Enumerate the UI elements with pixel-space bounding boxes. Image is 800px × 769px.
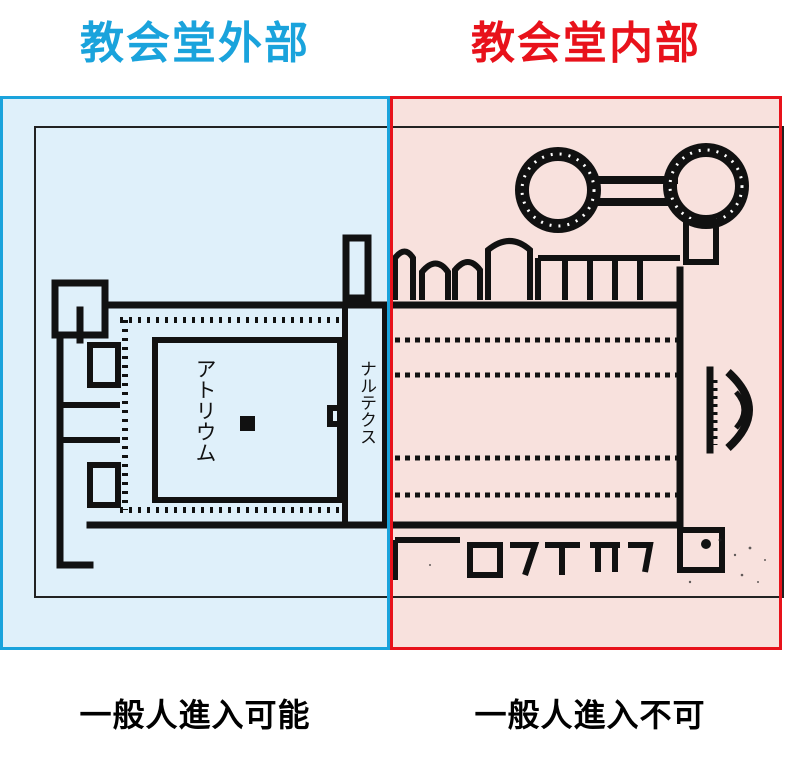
outside-heading: 教会堂外部: [80, 18, 310, 69]
left-rooms: [60, 342, 121, 508]
atrium-fountain: [240, 416, 255, 431]
outside-region-border: [0, 96, 390, 650]
plan-frame: [34, 126, 784, 598]
inside-region-border: [390, 96, 782, 650]
atrium-label: アトリウム: [193, 358, 217, 463]
print-noise: [429, 538, 766, 584]
narthex-label: ナルテクス: [356, 360, 376, 445]
atrium-colonnades: [120, 317, 345, 513]
bottom-chambers: [392, 527, 725, 580]
bottom-right-dot: [701, 539, 711, 549]
outer-walls: [51, 234, 714, 569]
outside-caption: 一般人進入可能: [79, 696, 311, 734]
apse: [712, 369, 753, 451]
side-chapels: [392, 238, 680, 300]
twin-rotundas: [515, 143, 749, 265]
inside-caption: 一般人進入不可: [474, 696, 706, 734]
inside-heading: 教会堂内部: [471, 18, 701, 69]
